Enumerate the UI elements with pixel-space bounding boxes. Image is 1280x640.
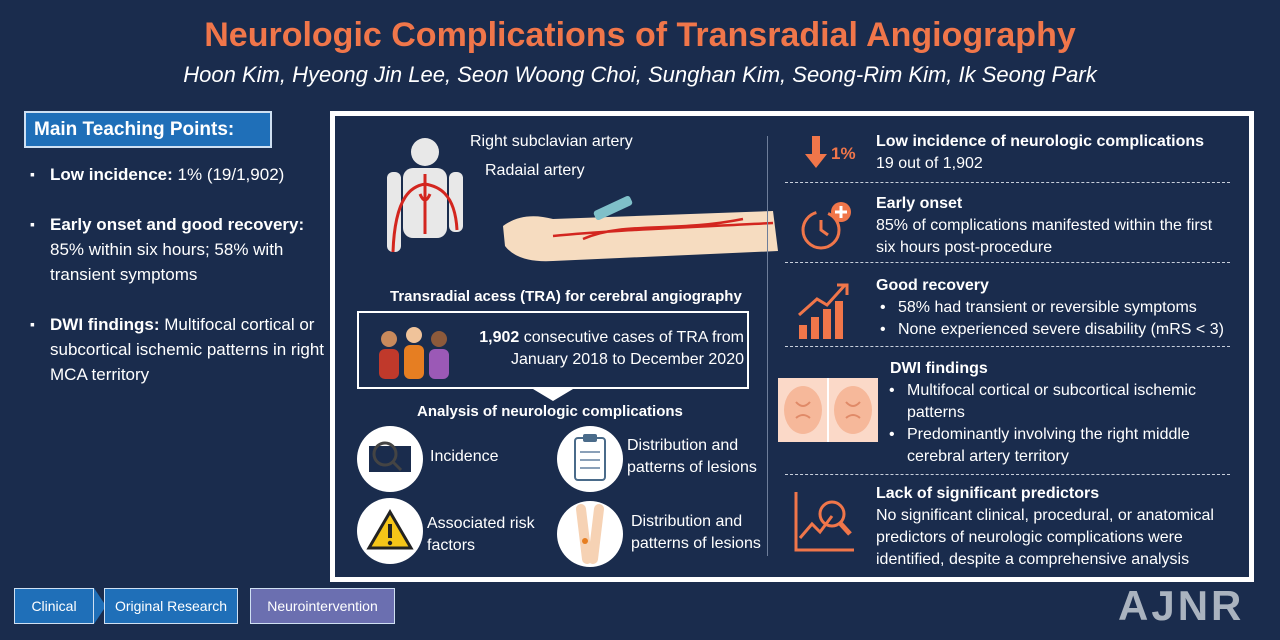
arrow-down-icon [533,389,573,401]
finding-title-dwi: DWI findings [890,360,988,377]
analysis-magnifier-icon [794,492,854,552]
analysis-heading: Analysis of neurologic complications [417,403,683,420]
bullet: 58% had transient or reversible symptoms [876,297,1236,319]
brain-scan-icon [778,378,878,442]
label-subclavian: Right subclavian artery [470,133,633,150]
separator [785,346,1230,347]
arm-artery-icon [503,196,778,262]
incidence-value: 1% [831,144,856,163]
main-panel: Right subclavian artery Radaial artery T… [330,111,1254,582]
analysis-distribution-1: Distribution and patterns of lesions [627,437,757,476]
finding-text-predictors: No significant clinical, procedural, or … [876,507,1214,568]
clock-plus-icon [801,202,851,250]
cases-text: 1,902 consecutive cases of TRA from Janu… [464,327,744,371]
cases-box: 1,902 consecutive cases of TRA from Janu… [357,311,749,389]
finding-bullets-dwi: Multifocal cortical or subcortical ische… [885,380,1230,468]
finding-title-recovery: Good recovery [876,277,989,294]
bullet: None experienced severe disability (mRS … [876,319,1236,341]
incidence-icon [357,426,423,492]
teaching-point: Early onset and good recovery: 85% withi… [30,212,330,287]
teaching-point-bold: DWI findings: [50,315,160,334]
legs-icon [557,501,623,567]
tag-clinical[interactable]: Clinical [14,588,94,624]
journal-logo: AJNR [1118,582,1245,629]
cases-description: consecutive cases of TRA from January 20… [510,329,744,368]
bullet: Predominantly involving the right middle… [885,424,1230,468]
people-icon [379,327,449,379]
teaching-point-bold: Early onset and good recovery: [50,215,305,234]
analysis-risk: Associated risk factors [427,515,535,554]
clipboard-icon [557,426,623,492]
label-radial: Radaial artery [485,162,585,179]
finding-text-incidence: 19 out of 1,902 [876,155,983,172]
authors: Hoon Kim, Hyeong Jin Lee, Seon Woong Cho… [183,62,1097,87]
main-panel-inner: Right subclavian artery Radaial artery T… [335,116,1249,577]
page-title: Neurologic Complications of Transradial … [204,16,1076,54]
finding-title-onset: Early onset [876,195,963,212]
teaching-point-text: 1% (19/1,902) [172,165,285,184]
analysis-distribution-2: Distribution and patterns of lesions [631,513,761,552]
warning-icon [357,498,423,564]
finding-text-onset: 85% of complications manifested within t… [876,217,1213,256]
diagram-caption: Transradial acess (TRA) for cerebral ang… [390,288,742,305]
teaching-point: DWI findings: Multifocal cortical or sub… [30,312,330,387]
separator [785,474,1230,475]
analysis-incidence: Incidence [430,448,499,465]
tag-original-research[interactable]: Original Research [104,588,238,624]
tag-neurointervention[interactable]: Neurointervention [250,588,395,624]
teaching-points-list: Low incidence: 1% (19/1,902) Early onset… [30,162,330,412]
panel-divider [767,136,768,556]
bullet: Multifocal cortical or subcortical ische… [885,380,1230,424]
body-artery-icon [387,138,463,253]
down-arrow-icon [805,136,827,168]
finding-title-incidence: Low incidence of neurologic complication… [876,133,1205,150]
rising-chart-icon [798,283,849,339]
separator [785,262,1230,263]
cases-count: 1,902 [479,329,520,346]
teaching-point: Low incidence: 1% (19/1,902) [30,162,330,187]
teaching-points-heading: Main Teaching Points: [24,111,272,148]
chevron-right-icon [94,588,106,624]
finding-title-predictors: Lack of significant predictors [876,485,1100,502]
teaching-point-bold: Low incidence: [50,165,173,184]
teaching-point-text: 85% within six hours; 58% with transient… [50,240,284,284]
teaching-point-text: Multifocal cortical or subcortical ische… [50,315,325,384]
finding-bullets-recovery: 58% had transient or reversible symptoms… [876,297,1236,341]
separator [785,182,1230,183]
